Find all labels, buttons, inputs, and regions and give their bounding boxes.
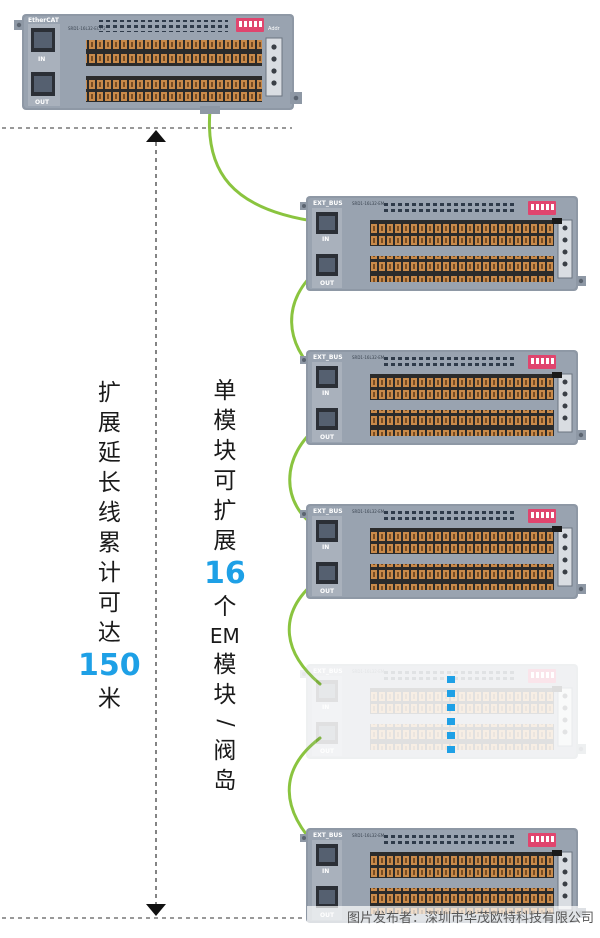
ethercat-out-label: OUT [35, 99, 50, 106]
dimension-arrow [146, 130, 166, 916]
caption-char: 扩 [97, 380, 121, 406]
caption-char: 模 [213, 408, 237, 434]
module-count-caption: 单 模 块 可 扩 展 16 个 EM 模 块 / 阀 岛 [204, 376, 246, 796]
addr-label: Addr [268, 26, 281, 32]
caption-char: 个 [213, 594, 237, 620]
ext-module-2 [299, 349, 587, 446]
caption-char: 线 [97, 500, 121, 526]
ext-module-1 [299, 195, 587, 292]
ethercat-coupler-module: EtherCAT IN OUT SRD1-16L32-ECT-2 Addr [14, 14, 302, 114]
ethercat-label: EtherCAT [28, 17, 60, 24]
caption-char: 块 [213, 682, 237, 708]
caption-char: 达 [97, 620, 121, 646]
ext-module-faded [299, 663, 587, 760]
caption-char: 块 [213, 438, 237, 464]
continuation-dots [447, 676, 455, 753]
caption-slash: / [212, 719, 238, 727]
publisher-credit: 图片发布者：深圳市华茂欧特科技有限公司 [307, 906, 600, 932]
caption-char: 米 [97, 686, 121, 712]
cable-length-caption: 扩 展 延 长 线 累 计 可 达 150 米 [78, 378, 141, 714]
caption-em: EM [209, 624, 240, 648]
caption-char: 可 [97, 590, 121, 616]
module-count-number: 16 [204, 556, 246, 591]
caption-char: 阀 [213, 738, 237, 764]
caption-char: 延 [97, 440, 121, 466]
ethercat-in-label: IN [38, 56, 45, 63]
ext-module-3 [299, 503, 587, 600]
caption-char: 扩 [213, 498, 237, 524]
cable-length-number: 150 [78, 648, 141, 683]
caption-char: 单 [213, 378, 237, 404]
ethercat-model-label: SRD1-16L32-ECT-2 [68, 26, 106, 31]
caption-char: 可 [213, 468, 237, 494]
caption-char: 展 [97, 410, 121, 436]
caption-char: 累 [97, 530, 121, 556]
caption-char: 计 [97, 560, 121, 586]
caption-char: 模 [213, 652, 237, 678]
caption-char: 长 [97, 470, 121, 496]
caption-char: 岛 [213, 768, 237, 794]
caption-char: 展 [213, 528, 237, 554]
